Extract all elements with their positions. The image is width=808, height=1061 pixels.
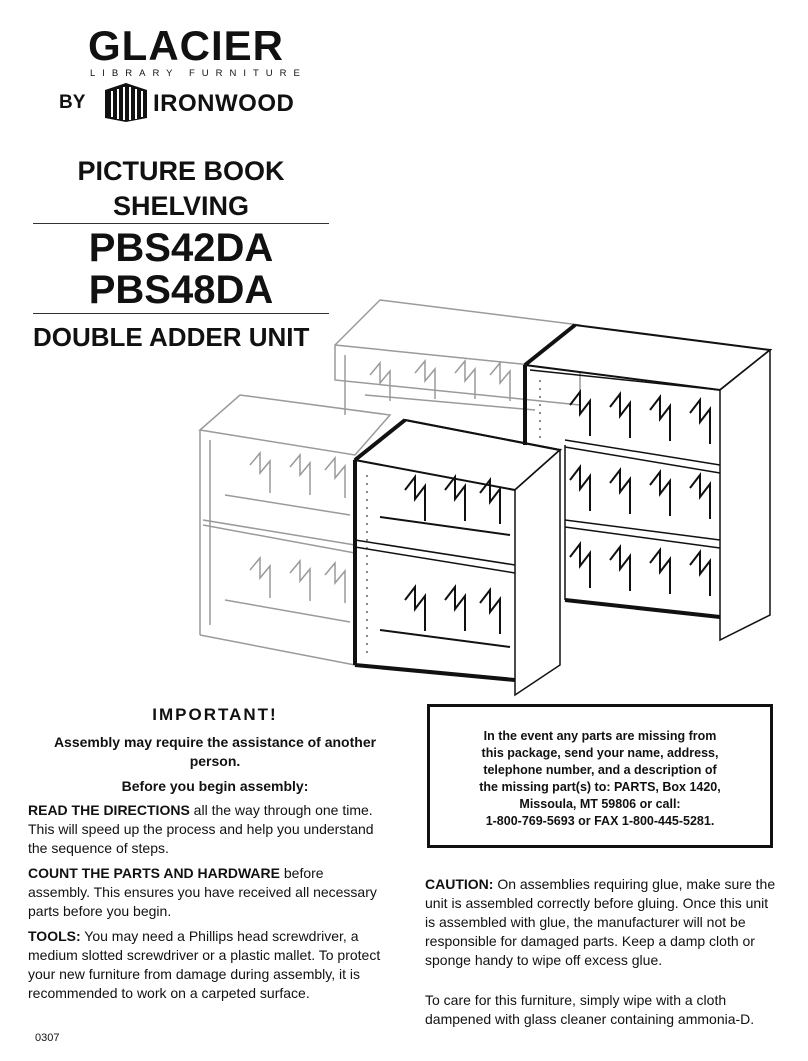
parts-line-1: In the event any parts are missing from [483, 729, 717, 743]
read-directions-lead: READ THE DIRECTIONS [28, 802, 190, 818]
glacier-logo: GLACIER [88, 22, 284, 69]
count-parts-text: before assembly. This ensures you have r… [28, 865, 377, 919]
missing-parts-box [427, 704, 773, 848]
title-divider [33, 223, 329, 224]
missing-parts-text: In the event any parts are missing from … [427, 728, 773, 830]
parts-line-3: telephone number, and a description of [483, 763, 717, 777]
model-divider [33, 313, 329, 314]
read-directions-text: all the way through one time. This will … [28, 802, 374, 856]
count-parts-paragraph: COUNT THE PARTS AND HARDWARE before asse… [28, 864, 388, 921]
title-line-2: SHELVING [112, 191, 249, 221]
adder-unit-front [352, 418, 563, 697]
read-directions-paragraph: READ THE DIRECTIONS all the way through … [28, 801, 388, 858]
caution-paragraph: CAUTION: On assemblies requiring glue, m… [425, 875, 780, 970]
caution-lead: CAUTION: [425, 876, 494, 892]
tools-text: You may need a Phillips head screwdriver… [28, 928, 381, 1001]
document-code: 0307 [35, 1032, 60, 1044]
tools-lead: TOOLS: [28, 928, 81, 944]
model-number-1: PBS42DA [88, 226, 274, 270]
unit-subtitle: DOUBLE ADDER UNIT [33, 322, 310, 352]
before-assembly-heading: Before you begin assembly: [121, 778, 309, 794]
count-parts-lead: COUNT THE PARTS AND HARDWARE [28, 865, 280, 881]
logo-subtitle: LIBRARY FURNITURE [90, 68, 307, 79]
care-paragraph: To care for this furniture, simply wipe … [425, 992, 755, 1027]
parts-line-2: this package, send your name, address, [481, 746, 719, 760]
parts-line-6: 1-800-769-5693 or FAX 1-800-445-5281. [485, 814, 715, 828]
ironwood-logo: IRONWOOD [153, 90, 295, 117]
tools-paragraph: TOOLS: You may need a Phillips head scre… [28, 927, 388, 1003]
ghost-unit-left [198, 394, 392, 666]
assistance-note: Assembly may require the assistance of a… [53, 734, 377, 769]
shelving-illustration [198, 299, 773, 697]
ironwood-logo-icon [105, 83, 147, 122]
important-heading: IMPORTANT! [152, 705, 278, 724]
by-label: BY [59, 92, 86, 113]
parts-line-4: the missing part(s) to: PARTS, Box 1420, [479, 780, 721, 794]
title-line-1: PICTURE BOOK [77, 156, 285, 186]
model-number-2: PBS48DA [88, 268, 274, 312]
parts-line-5: Missoula, MT 59806 or call: [519, 797, 681, 811]
caution-text: On assemblies requiring glue, make sure … [425, 876, 776, 968]
adder-unit-right [522, 323, 773, 642]
